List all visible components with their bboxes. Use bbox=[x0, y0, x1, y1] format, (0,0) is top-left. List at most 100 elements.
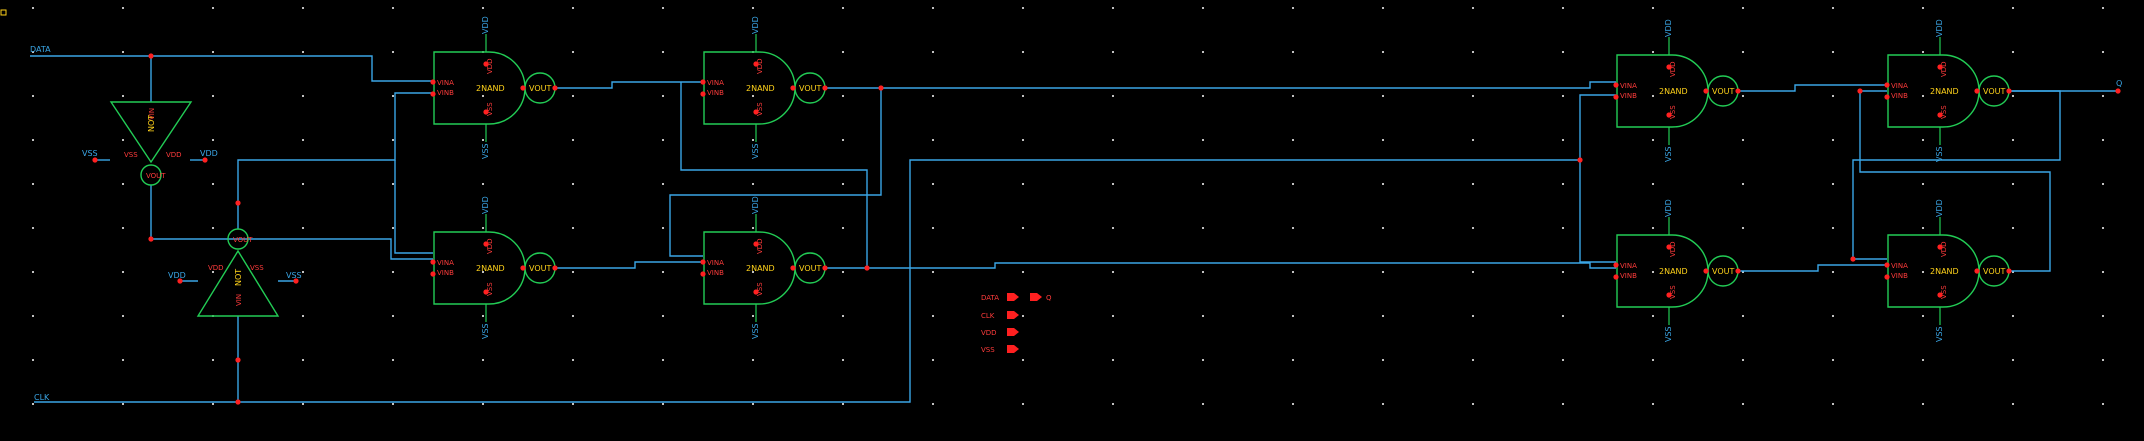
port-clk[interactable]: CLK bbox=[981, 311, 1019, 320]
grid-dot bbox=[932, 139, 934, 141]
grid-dot bbox=[1742, 183, 1744, 185]
grid-dot bbox=[1742, 51, 1744, 53]
vss-pin-label: VSS bbox=[486, 102, 494, 116]
vinb-label: VINB bbox=[437, 89, 454, 97]
grid-dot bbox=[842, 95, 844, 97]
junction-dot bbox=[430, 259, 436, 265]
grid-dot bbox=[32, 183, 34, 185]
grid-dot bbox=[212, 7, 214, 9]
d1-feedback bbox=[1852, 90, 2061, 198]
ports[interactable]: DATA CLK VDD VSS Q bbox=[981, 293, 1052, 354]
data-net-label: DATA bbox=[30, 45, 51, 54]
grid-dot bbox=[482, 7, 484, 9]
grid-dot bbox=[932, 95, 934, 97]
vss-pin-label: VSS bbox=[1669, 285, 1677, 299]
not-vin-label: VIN bbox=[235, 294, 243, 306]
grid-dot bbox=[752, 7, 754, 9]
junction-dot bbox=[520, 265, 526, 271]
grid-dot bbox=[2012, 51, 2014, 53]
not-vdd-label: VDD bbox=[166, 151, 182, 159]
grid-dot bbox=[1562, 95, 1564, 97]
junction-dot bbox=[1613, 274, 1619, 280]
grid-dot bbox=[1562, 359, 1564, 361]
grid-dot bbox=[1922, 7, 1924, 9]
grid-dot bbox=[1922, 51, 1924, 53]
grid-dot bbox=[1202, 183, 1204, 185]
grid-dot bbox=[752, 227, 754, 229]
vdd-net-label: VDD bbox=[751, 196, 760, 214]
not-top-vdd-label: VDD bbox=[200, 149, 218, 158]
grid-dot bbox=[1112, 183, 1114, 185]
port-vdd[interactable]: VDD bbox=[981, 328, 1019, 337]
port-data[interactable]: DATA bbox=[981, 293, 1019, 302]
grid-dot bbox=[932, 315, 934, 317]
nand-label: 2NAND bbox=[1930, 267, 1959, 276]
grid-dot bbox=[2012, 227, 2014, 229]
grid-dot bbox=[932, 359, 934, 361]
not-vout-label: VOUT bbox=[233, 236, 253, 244]
grid-dot bbox=[392, 139, 394, 141]
grid-dot bbox=[2012, 95, 2014, 97]
grid-dot bbox=[1022, 139, 1024, 141]
port-arrow-icon bbox=[1030, 293, 1042, 301]
grid-dot bbox=[1472, 315, 1474, 317]
grid-dot bbox=[2012, 7, 2014, 9]
grid-dot bbox=[1562, 227, 1564, 229]
grid-dot bbox=[1922, 315, 1924, 317]
vdd-net-label: VDD bbox=[1935, 199, 1944, 217]
grid-dot bbox=[212, 227, 214, 229]
vss-pin-label: VSS bbox=[1940, 285, 1948, 299]
grid-dot bbox=[662, 271, 664, 273]
port-q[interactable]: Q bbox=[1030, 293, 1052, 302]
grid-dot bbox=[392, 51, 394, 53]
grid-dot bbox=[752, 315, 754, 317]
grid-dot bbox=[932, 403, 934, 405]
junction-dot bbox=[430, 91, 436, 97]
port-vss[interactable]: VSS bbox=[981, 345, 1019, 354]
junction-dot bbox=[1666, 244, 1672, 250]
port-arrow-icon bbox=[1007, 293, 1019, 301]
vss-net-label: VSS bbox=[751, 323, 760, 339]
junction-dot bbox=[430, 271, 436, 277]
junction-dot bbox=[1666, 64, 1672, 70]
grid-dot bbox=[212, 139, 214, 141]
grid-dot bbox=[572, 139, 574, 141]
junction-dot bbox=[1735, 88, 1741, 94]
c1-to-d1 bbox=[1738, 84, 1887, 92]
grid-dot bbox=[842, 359, 844, 361]
grid-dot bbox=[1832, 95, 1834, 97]
not-label: NOT bbox=[147, 115, 156, 132]
grid-dot bbox=[1202, 403, 1204, 405]
grid-dot bbox=[1382, 7, 1384, 9]
junction-dot bbox=[483, 61, 489, 67]
not-vin-label: VIN bbox=[148, 108, 156, 120]
grid-dot bbox=[1022, 51, 1024, 53]
grid-dot bbox=[1562, 315, 1564, 317]
q-net-label: Q bbox=[2116, 79, 2122, 88]
junction-dot bbox=[753, 109, 759, 115]
grid-dot bbox=[302, 95, 304, 97]
junction-dot bbox=[700, 259, 706, 265]
grid-dot bbox=[1652, 139, 1654, 141]
grid-dot bbox=[662, 359, 664, 361]
grid-dot bbox=[2102, 403, 2104, 405]
grid-dot bbox=[1022, 7, 1024, 9]
grid-dot bbox=[1022, 95, 1024, 97]
grid-dot bbox=[392, 95, 394, 97]
vina-label: VINA bbox=[437, 79, 454, 87]
grid-dot bbox=[392, 7, 394, 9]
grid-dot bbox=[662, 315, 664, 317]
